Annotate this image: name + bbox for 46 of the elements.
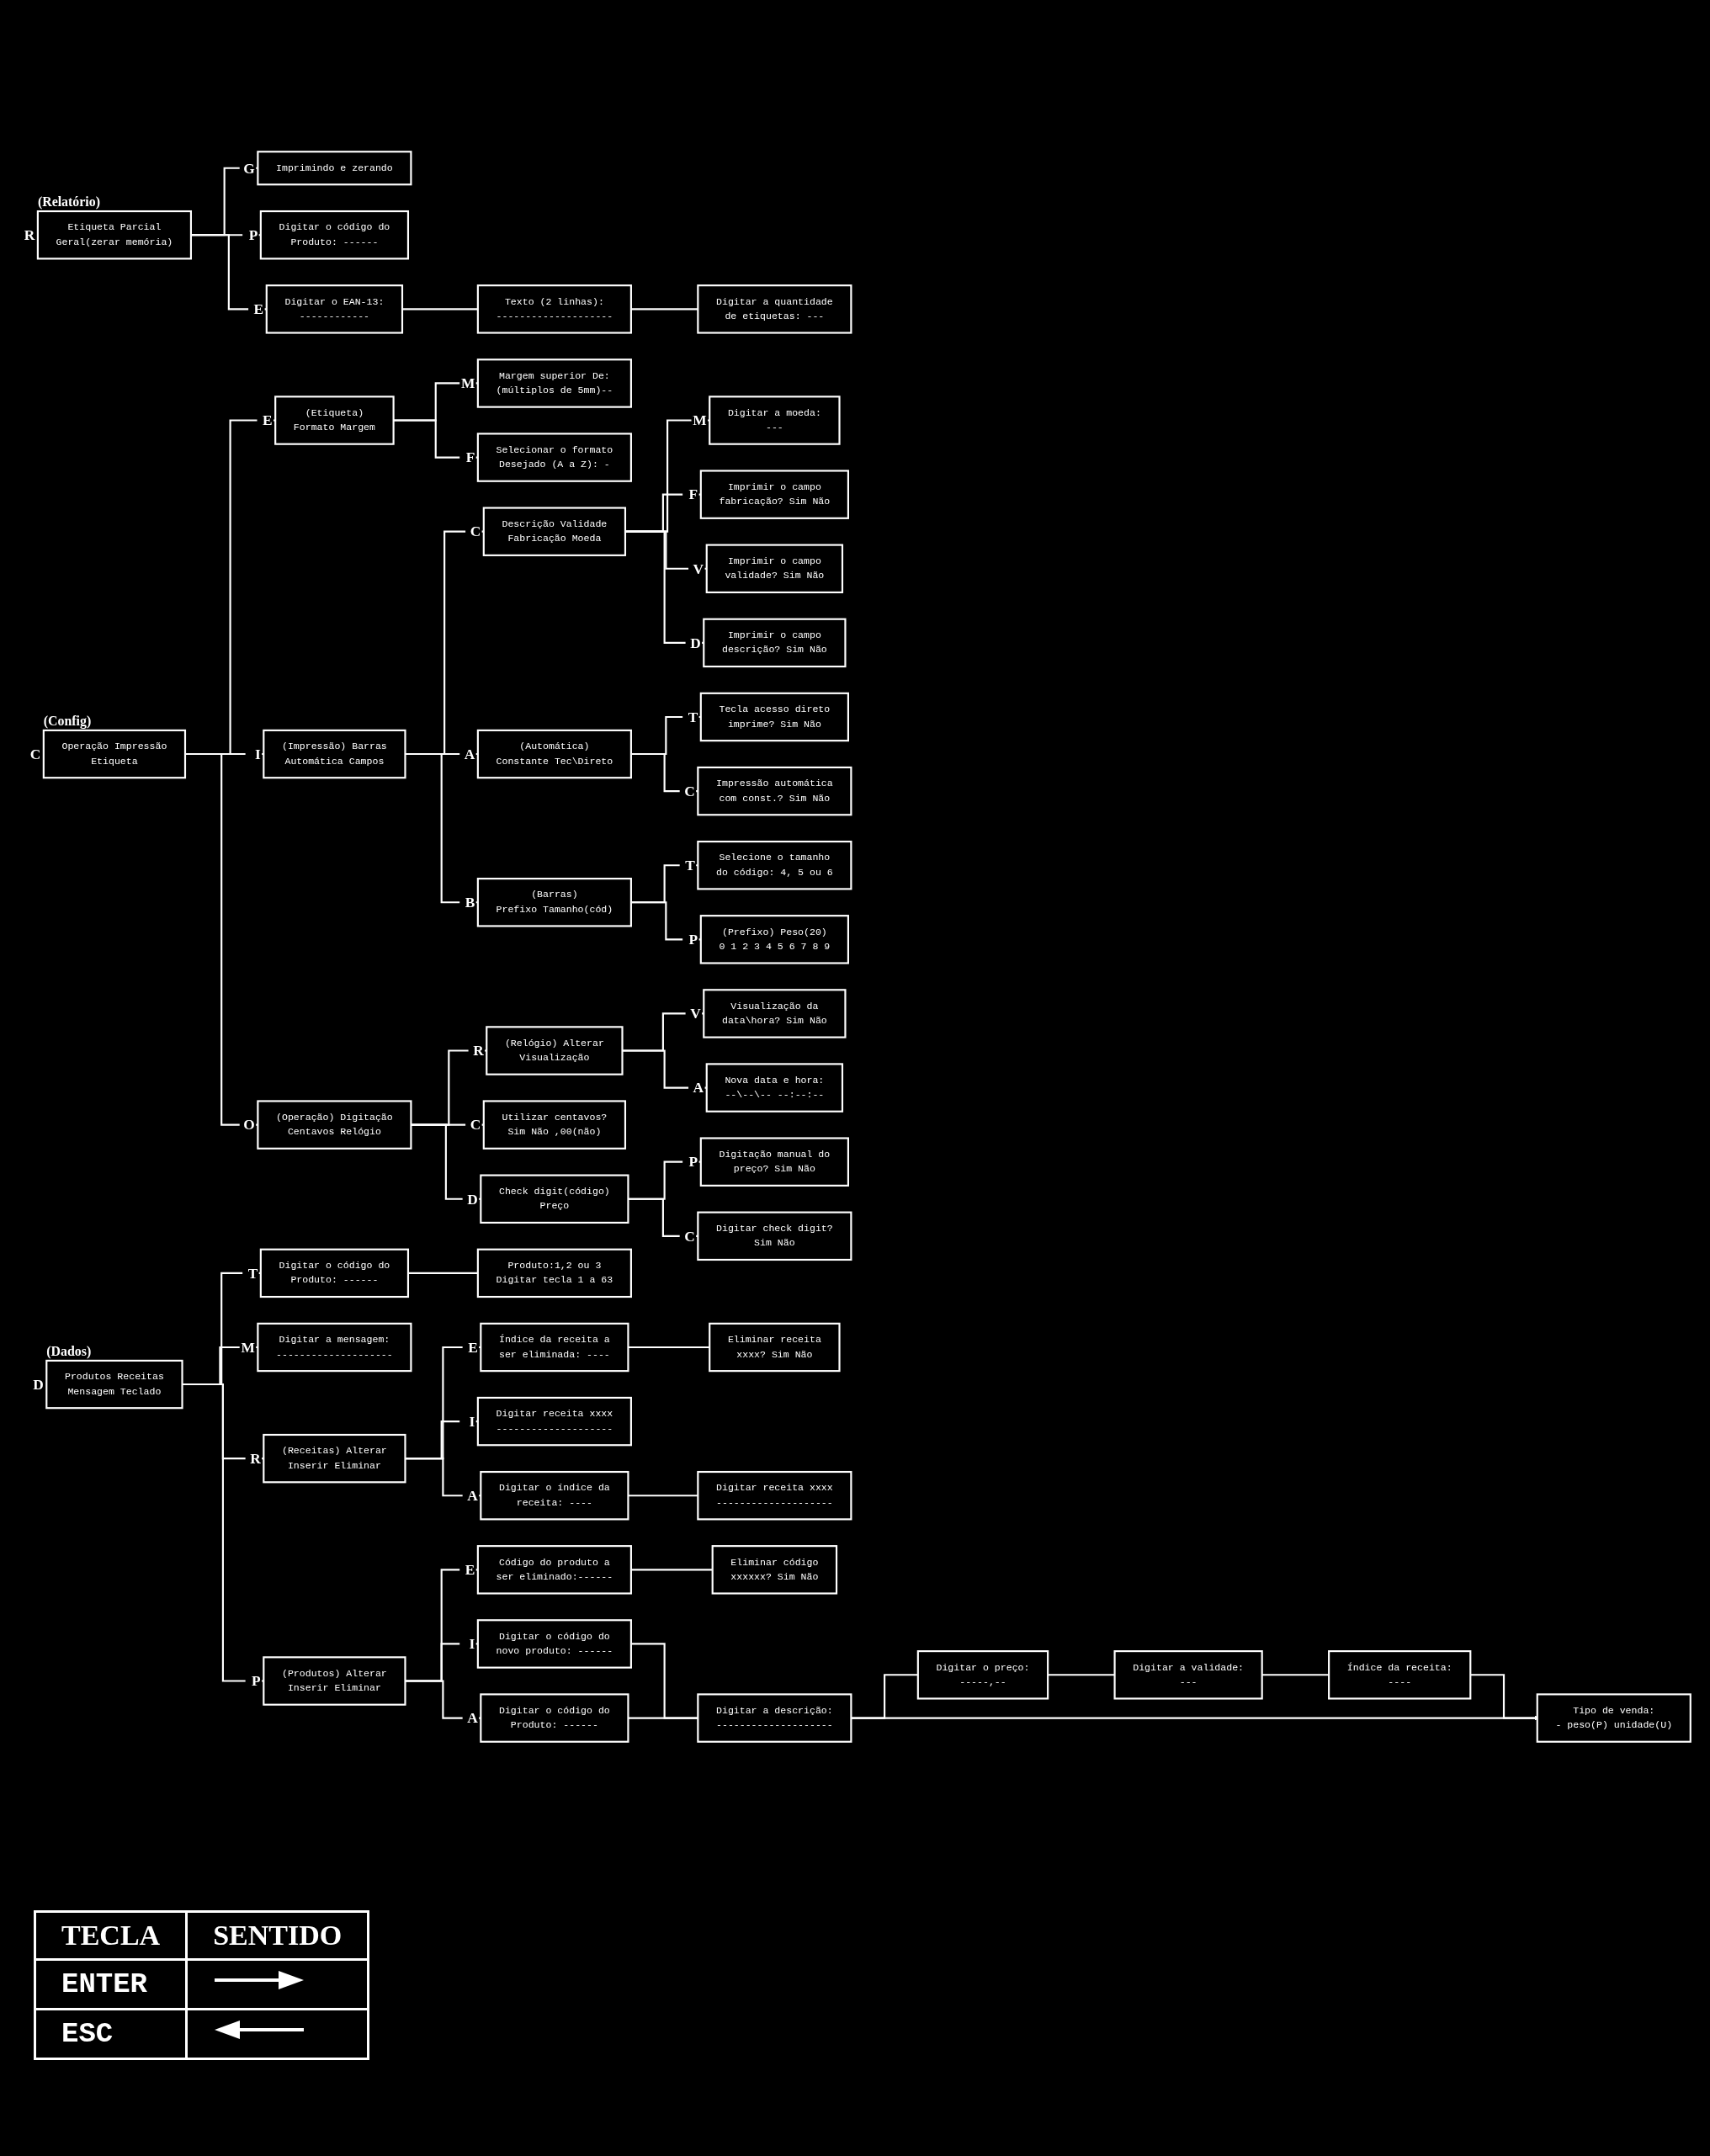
menu-title: (Config) [43, 714, 92, 729]
key-letter: C [684, 783, 695, 799]
key-letter: R [473, 1043, 484, 1059]
key-letter: V [690, 1006, 701, 1022]
key-letter: P [688, 1154, 698, 1171]
key-letter: O [243, 1117, 255, 1134]
key-letter: P [248, 227, 258, 243]
key-letter: M [241, 1339, 255, 1356]
key-letter: G [243, 160, 255, 177]
key-letter: R [24, 227, 35, 243]
key-letter: E [465, 1562, 475, 1579]
menu-title: (Relatório) [37, 194, 100, 210]
key-letter: I [469, 1636, 475, 1653]
key-letter: A [464, 746, 475, 762]
key-letter: C [470, 523, 481, 540]
key-letter: I [254, 746, 261, 762]
key-letter: A [467, 1710, 478, 1727]
key-letter: E [263, 412, 273, 429]
key-letter: T [685, 858, 695, 874]
key-letter: T [247, 1265, 258, 1282]
key-letter: P [252, 1673, 261, 1690]
key-name: ESC [35, 2009, 187, 2059]
key-letter: P [688, 932, 698, 948]
key-letter: I [469, 1413, 475, 1430]
key-letter: T [688, 709, 698, 725]
key-letter: E [253, 301, 264, 318]
key-letter: D [33, 1376, 44, 1393]
key-letter: C [470, 1117, 481, 1134]
key-letter: V [693, 560, 704, 577]
key-letter: A [467, 1488, 478, 1504]
key-name: ENTER [35, 1959, 187, 2010]
table-header: TECLA [35, 1911, 187, 1960]
key-letter: A [693, 1080, 704, 1097]
key-letter: C [684, 1228, 695, 1245]
key-letter: M [693, 412, 707, 429]
key-letter: C [29, 746, 41, 762]
key-letter: R [250, 1450, 261, 1467]
table-header: SENTIDO [186, 1911, 369, 1960]
key-letter: D [690, 635, 701, 651]
key-letter: D [467, 1191, 478, 1208]
key-letter: M [460, 375, 475, 392]
key-letter: F [465, 449, 475, 466]
key-letter: E [468, 1339, 478, 1356]
key-letter: F [688, 486, 698, 503]
key-letter: B [465, 895, 475, 911]
menu-title: (Dados) [46, 1344, 92, 1359]
